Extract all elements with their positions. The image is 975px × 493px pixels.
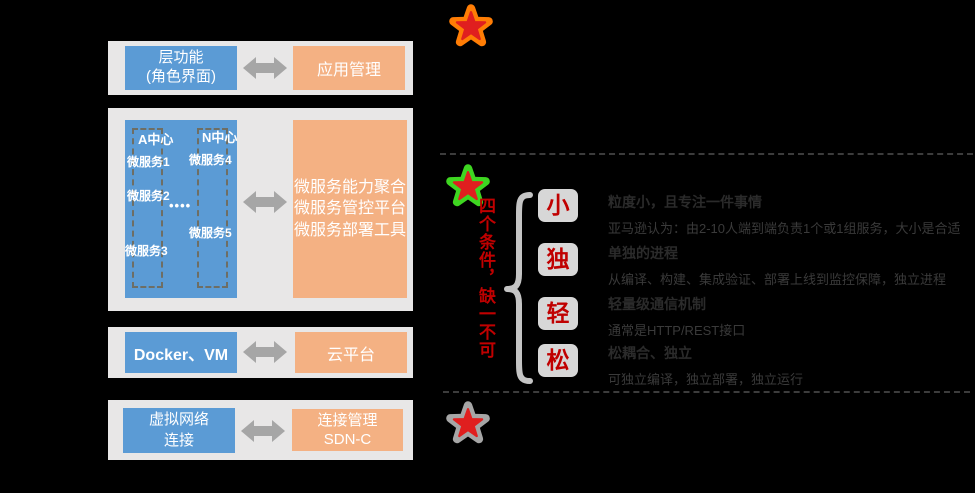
layer2-left-box: A中心 N中心 微服务1 微服务2 微服务3 微服务4 微服务5 •••• — [125, 120, 237, 298]
center-a-label: A中心 — [138, 132, 174, 147]
layer2-right-line1: 微服务能力聚合 — [293, 178, 406, 196]
condition-item: 粒度小，且专注一件事情 亚马逊认为：由2-10人端到端负责1个或1组服务，大小是… — [608, 192, 973, 237]
layer-panel-microservices: A中心 N中心 微服务1 微服务2 微服务3 微服务4 微服务5 •••• 微服… — [108, 108, 413, 311]
brace-icon — [504, 192, 533, 384]
microservice-4-label: 微服务4 — [189, 153, 232, 167]
condition-heading: 松耦合、独立 — [608, 345, 692, 361]
layer1-left-line2: (角色界面) — [146, 68, 216, 85]
layer3-left-box: Docker、VM — [125, 332, 237, 373]
layer1-right-box: 应用管理 — [293, 46, 405, 90]
star-icon-gray — [446, 401, 490, 444]
layer4-right-box: 连接管理 SDN-C — [292, 409, 403, 451]
microservice-1-label: 微服务1 — [127, 155, 170, 169]
four-conditions-vertical-label: 四个条件，缺一不可 — [476, 197, 495, 359]
microservice-2-label: 微服务2 — [127, 189, 170, 203]
layer1-left-box: 层功能 (角色界面) — [125, 46, 237, 90]
layer1-right-label: 应用管理 — [316, 62, 381, 79]
key-box-loose: 松 — [538, 344, 578, 377]
layer2-right-box: 微服务能力聚合 微服务管控平台 微服务部署工具 — [293, 120, 407, 298]
layer3-right-label: 云平台 — [326, 346, 375, 364]
double-arrow-icon — [243, 191, 287, 213]
dashed-divider-bottom — [443, 391, 970, 393]
layer-panel-cloud: Docker、VM 云平台 — [108, 327, 413, 378]
layer4-right-line1: 连接管理 — [317, 411, 378, 429]
star-icon-orange — [449, 4, 493, 47]
condition-item: 松耦合、独立 可独立编译，独立部署，独立运行 — [608, 343, 973, 388]
double-arrow-icon — [243, 57, 287, 79]
layer2-right-line2: 微服务管控平台 — [293, 200, 406, 218]
key-box-independent: 独 — [538, 243, 578, 276]
double-arrow-icon — [243, 341, 287, 363]
layer3-left-label: Docker、VM — [133, 346, 229, 364]
microservice-5-label: 微服务5 — [189, 226, 232, 240]
condition-item: 轻量级通信机制 通常是HTTP/REST接口 — [608, 294, 973, 339]
key-box-light: 轻 — [538, 297, 578, 330]
condition-body: 从编译、构建、集成验证、部署上线到监控保障，独立进程 — [608, 272, 947, 287]
microservice-3-label: 微服务3 — [125, 244, 168, 258]
center-a-dashed-box — [132, 128, 163, 288]
layer1-left-line1: 层功能 — [158, 49, 204, 67]
star-icon-green — [446, 164, 490, 207]
condition-body: 亚马逊认为：由2-10人端到端负责1个或1组服务，大小是合适 — [608, 221, 961, 236]
layer3-right-box: 云平台 — [295, 332, 407, 373]
condition-heading: 粒度小，且专注一件事情 — [608, 194, 762, 210]
condition-item: 单独的进程 从编译、构建、集成验证、部署上线到监控保障，独立进程 — [608, 243, 973, 288]
layer4-left-line2: 连接 — [163, 431, 194, 449]
layer2-right-line3: 微服务部署工具 — [293, 221, 406, 239]
dashed-divider-top — [440, 153, 973, 155]
center-n-label: N中心 — [202, 130, 238, 145]
ellipsis-dots: •••• — [169, 198, 192, 213]
condition-body: 可独立编译，独立部署，独立运行 — [608, 372, 804, 387]
center-n-dashed-box — [197, 128, 228, 288]
layer4-right-line2: SDN-C — [323, 431, 372, 448]
layer-panel-network: 虚拟网络 连接 连接管理 SDN-C — [108, 400, 413, 460]
condition-body: 通常是HTTP/REST接口 — [608, 323, 746, 338]
double-arrow-icon — [241, 420, 285, 442]
layer4-left-line1: 虚拟网络 — [148, 411, 209, 429]
condition-heading: 轻量级通信机制 — [608, 296, 706, 312]
key-box-small: 小 — [538, 189, 578, 222]
layer-panel-app: 层功能 (角色界面) 应用管理 — [108, 41, 413, 95]
layer4-left-box: 虚拟网络 连接 — [123, 408, 235, 453]
condition-heading: 单独的进程 — [608, 245, 678, 261]
